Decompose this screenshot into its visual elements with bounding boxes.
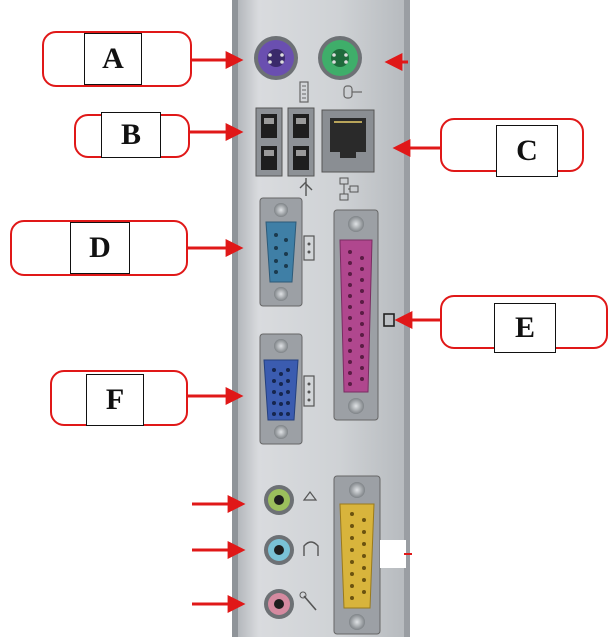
audio-jack-line-out	[264, 485, 294, 515]
connector-pin	[362, 530, 366, 534]
network-port	[321, 109, 375, 173]
connector-pin	[350, 584, 354, 588]
connector-pin	[360, 289, 364, 293]
connector-pin	[360, 311, 364, 315]
usb-port	[255, 107, 283, 177]
connector-pin	[286, 379, 290, 383]
connector-pin	[360, 256, 364, 260]
label-d: D	[70, 222, 130, 274]
connector-pin	[348, 283, 352, 287]
connector-pin	[348, 338, 352, 342]
connector-pin	[350, 512, 354, 516]
game-pins	[350, 512, 366, 600]
serial-icon	[303, 235, 315, 261]
connector-pin	[272, 390, 276, 394]
connector-pin	[272, 368, 276, 372]
serial-port	[259, 197, 303, 307]
connector-pin	[348, 305, 352, 309]
callout-arrows	[188, 51, 440, 613]
connector-pin	[348, 349, 352, 353]
connector-pin	[348, 327, 352, 331]
connector-pin	[286, 412, 290, 416]
connector-pin	[362, 590, 366, 594]
connector-pin	[348, 382, 352, 386]
vga-port	[259, 333, 303, 445]
connector-pin	[350, 596, 354, 600]
connector-pin	[348, 250, 352, 254]
connector-pin	[348, 360, 352, 364]
connector-pin	[360, 267, 364, 271]
microphone-icon	[299, 591, 317, 611]
connector-pin	[362, 554, 366, 558]
ps2-port-green	[318, 36, 362, 80]
label-f: F	[86, 374, 144, 426]
connector-pin	[279, 372, 283, 376]
panel-cutout	[380, 540, 406, 568]
connector-pin	[279, 392, 283, 396]
connector-pin	[360, 300, 364, 304]
connector-pin	[279, 402, 283, 406]
speaker-icon	[302, 491, 318, 501]
connector-pin	[362, 566, 366, 570]
vga-pins	[272, 368, 290, 416]
connector-pin	[362, 578, 366, 582]
connector-pin	[348, 272, 352, 276]
connector-pin	[360, 333, 364, 337]
connector-pin	[350, 536, 354, 540]
connector-pin	[362, 542, 366, 546]
parallel-port	[333, 209, 379, 421]
connector-pin	[350, 560, 354, 564]
ps2-port-purple	[254, 36, 298, 80]
label-b: B	[101, 112, 161, 158]
connector-pin	[362, 518, 366, 522]
printer-icon	[383, 313, 395, 327]
vga-icon	[303, 375, 315, 407]
connector-pin	[348, 261, 352, 265]
mouse-icon	[343, 85, 362, 99]
connector-pin	[360, 344, 364, 348]
connector-pin	[286, 368, 290, 372]
label-e: E	[494, 303, 556, 353]
connector-pin	[348, 371, 352, 375]
connector-pin	[272, 379, 276, 383]
label-c: C	[496, 125, 558, 177]
connector-pin	[350, 524, 354, 528]
connector-pin	[360, 377, 364, 381]
connector-pin	[348, 316, 352, 320]
game-port	[333, 475, 381, 635]
audio-jack-mic	[264, 589, 294, 619]
network-icon	[339, 177, 359, 201]
connector-pin	[279, 412, 283, 416]
connector-pin	[360, 366, 364, 370]
keyboard-icon	[299, 81, 309, 103]
connector-pin	[286, 401, 290, 405]
audio-jack-line-in	[264, 535, 294, 565]
connector-pin	[272, 412, 276, 416]
headphone-icon	[303, 541, 319, 556]
usb-port	[287, 107, 315, 177]
connector-pin	[279, 382, 283, 386]
usb-icon	[299, 178, 313, 196]
connector-pin	[350, 572, 354, 576]
connector-pin	[360, 355, 364, 359]
connector-pin	[360, 278, 364, 282]
label-a: A	[84, 33, 142, 85]
panel-edge	[232, 0, 238, 637]
connector-pin	[360, 322, 364, 326]
connector-pin	[350, 548, 354, 552]
connector-pin	[348, 294, 352, 298]
connector-pin	[286, 390, 290, 394]
connector-pin	[272, 401, 276, 405]
parallel-pins	[348, 250, 364, 386]
